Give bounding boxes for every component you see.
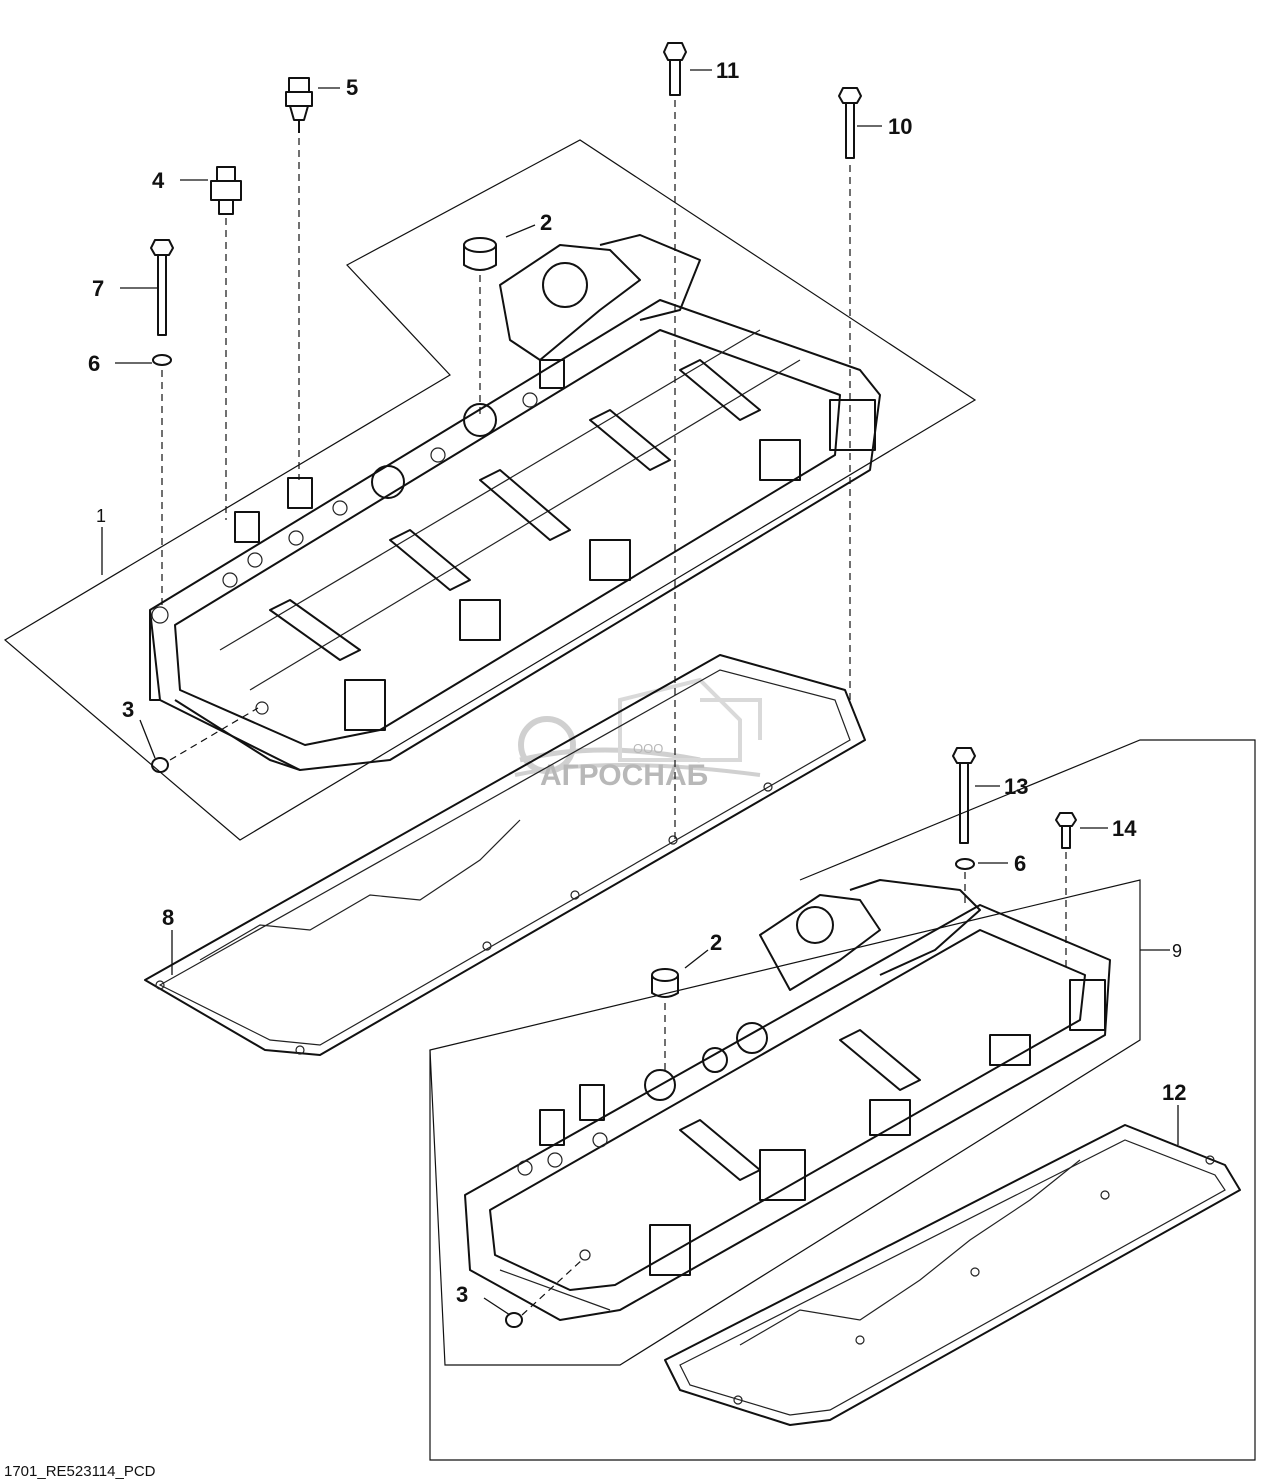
callout-4: 4 [152,168,165,193]
assembly-11-outer-frame [429,739,1256,1461]
callout-8: 8 [162,905,174,930]
reference-code: 1701_RE523114_PCD [4,1463,156,1480]
sensor-4 [210,166,242,215]
callout-2-upper: 2 [540,210,552,235]
callout-7: 7 [92,276,104,301]
plug-3-upper [151,757,169,773]
watermark-logo [514,677,762,777]
washer-6-upper [152,354,172,366]
callout-2-lower: 2 [710,930,722,955]
plug-2-lower [651,968,679,998]
bolt-7 [150,239,174,336]
washer-6-lower [955,858,975,870]
bolt-13 [952,747,976,844]
watermark-prefix: ООО [633,741,663,756]
valve-cover-gasket-upper [144,654,866,1056]
valve-cover-lower [464,879,1111,1321]
watermark-company: АГРОСНАБ [540,759,708,792]
sensor-5 [285,77,313,133]
valve-cover-upper [149,234,881,771]
align-line-3a [169,707,259,761]
callout-3-lower: 3 [456,1282,468,1307]
align-line-3b [521,1259,583,1316]
bolt-10 [663,42,687,96]
callout-13: 13 [1004,774,1028,799]
assembly-1-frame [3,139,977,841]
assembly-11-frame [429,879,1141,1366]
callout-5: 5 [346,75,358,100]
plug-2-upper [463,237,497,271]
callout-3-upper: 3 [122,697,134,722]
plug-3-lower [505,1312,523,1328]
callout-10: 11 [716,58,739,83]
callout-6-lower: 6 [1014,851,1026,876]
callout-14: 14 [1112,816,1137,841]
callout-11: 9 [1172,941,1182,961]
callout-1: 1 [96,506,106,526]
callout-6-upper: 6 [88,351,100,376]
valve-cover-gasket-lower [664,1124,1241,1426]
bolt-14 [1055,812,1077,849]
callout-9: 10 [888,114,912,139]
bolt-9 [838,87,862,159]
callout-12: 12 [1162,1080,1186,1105]
